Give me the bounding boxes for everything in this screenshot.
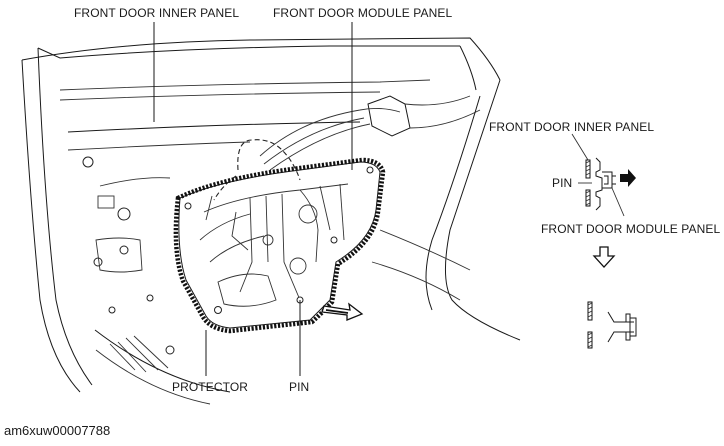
removal-arrow-icon (321, 302, 364, 321)
detail-section-after (587, 301, 637, 349)
door-illustration (21, 37, 521, 405)
label-detail-front-door-module-panel: FRONT DOOR MODULE PANEL (541, 222, 721, 236)
label-front-door-inner-panel: FRONT DOOR INNER PANEL (74, 6, 240, 20)
label-pin: PIN (289, 380, 310, 394)
arrow-down-icon (592, 246, 616, 268)
arrow-right-icon (620, 169, 636, 187)
label-detail-pin: PIN (552, 176, 573, 190)
label-protector: PROTECTOR (172, 380, 249, 394)
figure-code: am6xuw00007788 (4, 423, 111, 438)
callout-leaders (153, 22, 353, 376)
detail-section-before (571, 133, 625, 217)
front-door-module-panel-shape (173, 157, 386, 334)
label-front-door-module-panel: FRONT DOOR MODULE PANEL (273, 6, 453, 20)
label-detail-front-door-inner-panel: FRONT DOOR INNER PANEL (489, 120, 655, 134)
